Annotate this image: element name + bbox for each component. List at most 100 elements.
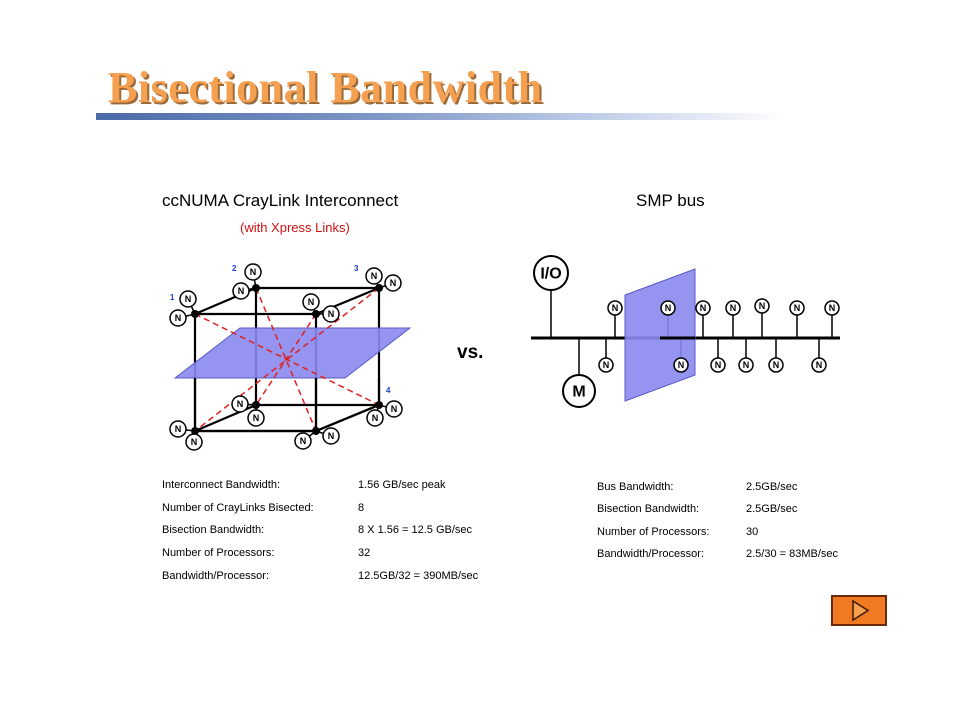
svg-text:N: N	[612, 303, 619, 313]
table-row-value: 32	[358, 547, 370, 559]
svg-text:N: N	[715, 360, 722, 370]
node-icon: N	[660, 300, 676, 316]
craylink-nodes: N N N N N N N N N N N N N N N N	[169, 263, 403, 451]
node-icon: N	[725, 300, 741, 316]
node-icon: N	[365, 267, 383, 285]
smp-stats-table: Bus Bandwidth: 2.5GB/sec Bisection Bandw…	[597, 481, 839, 560]
node-icon: N	[169, 309, 187, 327]
table-row-value: 30	[746, 526, 758, 538]
svg-text:N: N	[665, 303, 672, 313]
node-icon: N	[738, 357, 754, 373]
table-row-value: 12.5GB/32 = 390MB/sec	[358, 570, 479, 582]
svg-text:N: N	[390, 278, 397, 288]
memory-label: M	[572, 384, 585, 401]
node-icon: N	[169, 420, 187, 438]
node-icon: N	[768, 357, 784, 373]
node-icon: N	[789, 300, 805, 316]
svg-text:N: N	[185, 294, 192, 304]
corner-number-2: 2	[232, 264, 237, 273]
io-label: I/O	[540, 266, 561, 283]
node-icon: N	[302, 293, 320, 311]
node-icon: N	[598, 357, 614, 373]
node-icon: N	[294, 432, 312, 450]
craylink-subheading: (with Xpress Links)	[240, 220, 350, 235]
svg-text:N: N	[237, 399, 244, 409]
node-icon: N	[366, 409, 384, 427]
svg-text:N: N	[603, 360, 610, 370]
svg-text:N: N	[743, 360, 750, 370]
svg-text:N: N	[773, 360, 780, 370]
craylink-heading: ccNUMA CrayLink Interconnect	[162, 191, 398, 210]
svg-text:N: N	[730, 303, 737, 313]
table-row-label: Bisection Bandwidth:	[597, 503, 699, 515]
node-icon: N	[322, 427, 340, 445]
node-icon: N	[811, 357, 827, 373]
table-row-label: Number of CrayLinks Bisected:	[162, 502, 314, 514]
table-row-value: 1.56 GB/sec peak	[358, 479, 446, 491]
table-row-label: Bandwidth/Processor:	[162, 570, 269, 582]
table-row-label: Number of Processors:	[162, 547, 274, 559]
next-slide-button[interactable]	[831, 595, 887, 626]
corner-number-4: 4	[386, 386, 391, 395]
table-row-label: Bus Bandwidth:	[597, 481, 673, 493]
smp-nodes: N N N N N N N N N N N N N	[598, 298, 840, 373]
svg-text:N: N	[175, 424, 182, 434]
svg-text:N: N	[816, 360, 823, 370]
bus-bisection-plane	[624, 268, 696, 402]
node-icon: N	[754, 298, 770, 314]
svg-text:N: N	[829, 303, 836, 313]
xpress-links	[194, 287, 380, 432]
table-row-value: 2.5GB/sec	[746, 481, 798, 493]
corner-number-1: 1	[170, 293, 175, 302]
table-row-label: Bisection Bandwidth:	[162, 524, 264, 536]
node-icon: N	[322, 305, 340, 323]
slide-title: Bisectional Bandwidth	[108, 63, 543, 112]
svg-text:N: N	[371, 271, 378, 281]
svg-text:N: N	[328, 309, 335, 319]
node-icon: N	[695, 300, 711, 316]
table-row-value: 2.5/30 = 83MB/sec	[746, 548, 839, 560]
node-icon: N	[244, 263, 262, 281]
node-icon: N	[179, 290, 197, 308]
node-icon: N	[385, 400, 403, 418]
io-node: I/O	[533, 255, 569, 291]
table-row-value: 8	[358, 502, 364, 514]
node-icon: N	[185, 433, 203, 451]
svg-text:N: N	[759, 301, 766, 311]
node-icon: N	[673, 357, 689, 373]
corner-number-3: 3	[354, 264, 359, 273]
play-triangle-icon	[852, 599, 870, 622]
node-icon: N	[231, 395, 249, 413]
node-icon: N	[824, 300, 840, 316]
table-row-value: 8 X 1.56 = 12.5 GB/sec	[358, 524, 473, 536]
bisection-plane	[173, 327, 412, 379]
table-row-value: 2.5GB/sec	[746, 503, 798, 515]
title-underline	[96, 113, 786, 120]
svg-text:N: N	[678, 360, 685, 370]
vs-label: vs.	[457, 342, 483, 363]
svg-text:N: N	[300, 436, 307, 446]
svg-text:N: N	[175, 313, 182, 323]
table-row-label: Interconnect Bandwidth:	[162, 479, 280, 491]
node-icon: N	[232, 282, 250, 300]
smp-heading: SMP bus	[636, 191, 705, 210]
svg-text:N: N	[372, 413, 379, 423]
node-icon: N	[607, 300, 623, 316]
craylink-diagram: ccNUMA CrayLink Interconnect (with Xpres…	[162, 191, 412, 451]
table-row-label: Bandwidth/Processor:	[597, 548, 704, 560]
node-icon: N	[384, 274, 402, 292]
smp-bus-diagram: SMP bus I/O	[531, 191, 840, 408]
svg-text:N: N	[308, 297, 315, 307]
svg-text:N: N	[794, 303, 801, 313]
svg-text:N: N	[253, 413, 260, 423]
table-row-label: Number of Processors:	[597, 526, 709, 538]
svg-text:N: N	[328, 431, 335, 441]
svg-text:N: N	[238, 286, 245, 296]
craylink-stats-table: Interconnect Bandwidth: 1.56 GB/sec peak…	[162, 479, 479, 582]
svg-text:N: N	[391, 404, 398, 414]
svg-text:N: N	[250, 267, 257, 277]
node-icon: N	[710, 357, 726, 373]
node-icon: N	[247, 409, 265, 427]
svg-text:N: N	[700, 303, 707, 313]
